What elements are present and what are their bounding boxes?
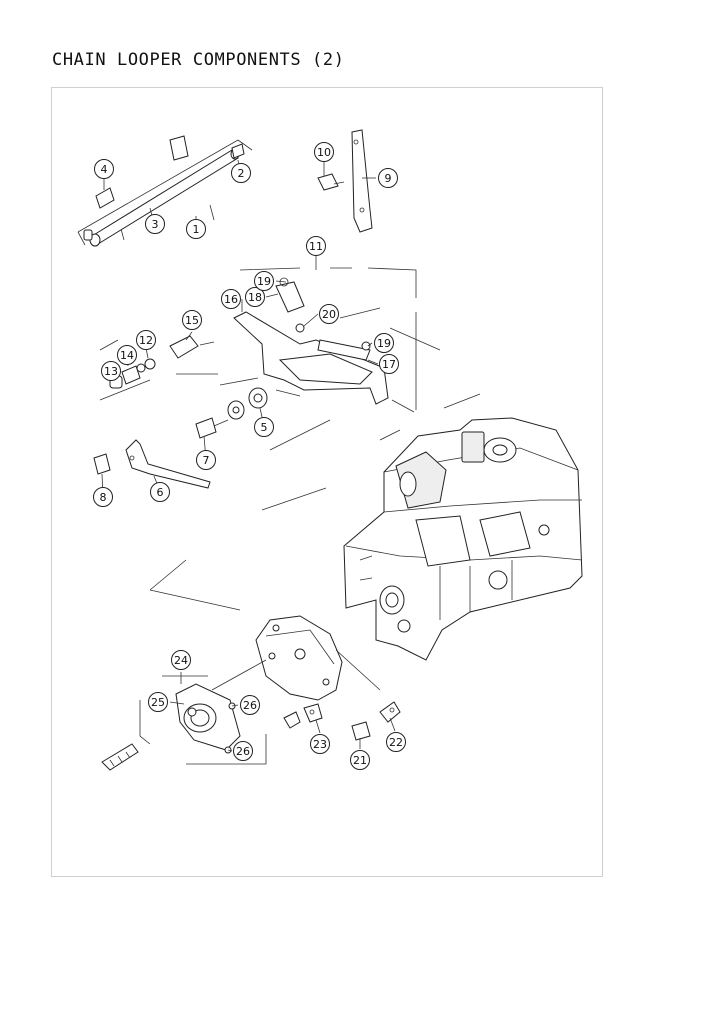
callout-circle	[93, 487, 113, 507]
callout-label: 2	[238, 167, 245, 180]
callout-label: 19	[257, 275, 271, 288]
callout-circle	[171, 650, 191, 670]
callout-leaders	[101, 159, 396, 752]
callout-circle	[379, 354, 399, 374]
callout-circle	[148, 692, 168, 712]
callout-label: 13	[104, 365, 118, 378]
callout-circle	[374, 333, 394, 353]
callout-circle	[145, 214, 165, 234]
callout-circle	[182, 310, 202, 330]
callout-label: 8	[100, 491, 107, 504]
callout-label: 14	[120, 349, 134, 362]
cover-plate-assembly	[101, 615, 401, 771]
callout-circle	[386, 732, 406, 752]
callout-circle	[186, 219, 206, 239]
callout-circle	[231, 163, 251, 183]
callout-circle	[350, 750, 370, 770]
callout-label: 26	[243, 699, 257, 712]
callout-circle	[314, 142, 334, 162]
callout-circle	[319, 304, 339, 324]
callout-label: 11	[309, 240, 323, 253]
bracket-9-assembly	[317, 129, 373, 233]
callout-circle	[150, 482, 170, 502]
callout-circle	[254, 417, 274, 437]
callout-circle	[310, 734, 330, 754]
callout-label: 18	[248, 291, 262, 304]
callout-label: 9	[385, 172, 392, 185]
callout-circle	[378, 168, 398, 188]
callout-label: 15	[185, 314, 199, 327]
callout-circle	[254, 271, 274, 291]
callout-label: 23	[313, 738, 327, 751]
callout-label: 17	[382, 358, 396, 371]
callout-circle	[101, 361, 121, 381]
diagram-frame	[51, 87, 603, 877]
callout-label: 7	[203, 454, 210, 467]
callout-circle	[233, 741, 253, 761]
shaft-assembly	[77, 135, 253, 247]
callout-circle	[245, 287, 265, 307]
page-title: CHAIN LOOPER COMPONENTS (2)	[52, 50, 345, 70]
callout-label: 26	[236, 745, 250, 758]
callout-label: 25	[151, 696, 165, 709]
callout-circle	[136, 330, 156, 350]
callout-label: 19	[377, 337, 391, 350]
callout-label: 20	[322, 308, 336, 321]
callout-circle	[196, 450, 216, 470]
callout-circle	[94, 159, 114, 179]
callout-label: 10	[317, 146, 331, 159]
callout-label: 3	[152, 218, 159, 231]
callout-label: 24	[174, 654, 188, 667]
machine-body	[343, 393, 583, 661]
callout-label: 5	[261, 421, 268, 434]
callout-circle	[221, 289, 241, 309]
callout-circle	[306, 236, 326, 256]
callout-circle	[240, 695, 260, 715]
callout-label: 16	[224, 293, 238, 306]
callout-label: 21	[353, 754, 367, 767]
bracket-11-assembly	[99, 267, 441, 413]
lever-6-assembly	[93, 377, 331, 611]
callout-label: 6	[157, 486, 164, 499]
callout-label: 1	[193, 223, 200, 236]
callout-label: 12	[139, 334, 153, 347]
callout-circle	[117, 345, 137, 365]
callout-label: 4	[101, 163, 108, 176]
callout-markers: 1234567891011121314151617181919202122232…	[93, 142, 406, 770]
callout-label: 22	[389, 736, 403, 749]
